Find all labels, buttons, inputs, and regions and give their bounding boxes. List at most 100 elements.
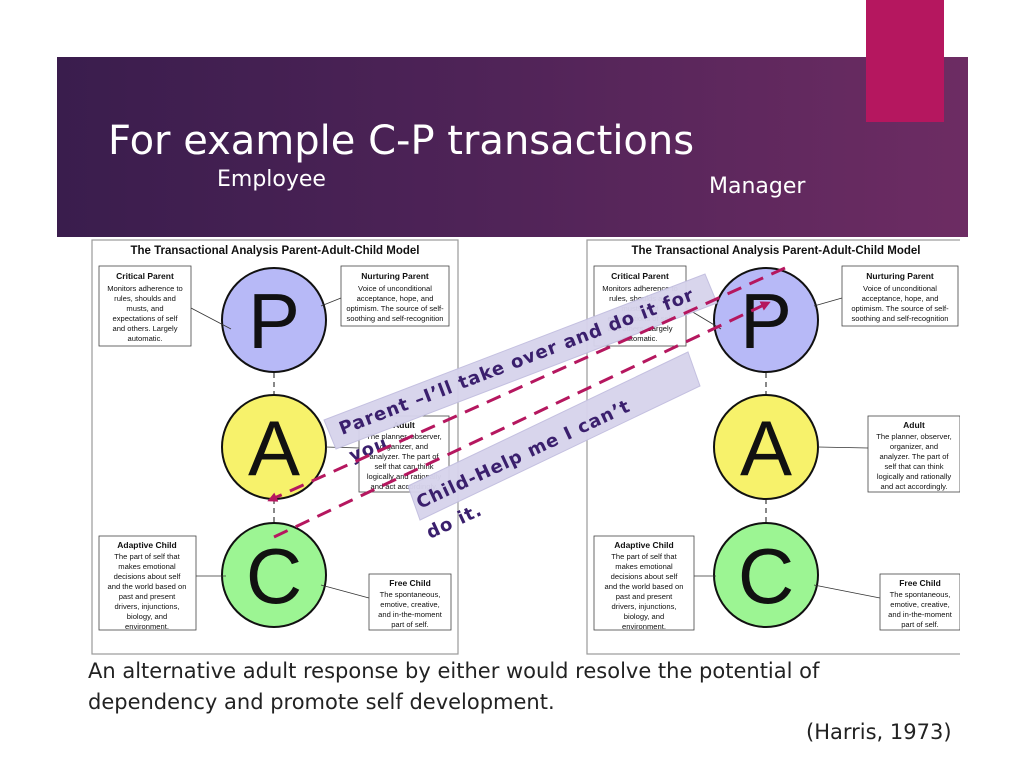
caption-line-1: An alternative adult response by either … xyxy=(88,659,820,683)
svg-text:The planner, observer,: The planner, observer, xyxy=(366,432,442,441)
model-title: The Transactional Analysis Parent-Adult-… xyxy=(631,245,920,257)
child-letter: C xyxy=(738,532,794,620)
svg-text:decisions about self: decisions about self xyxy=(611,572,679,581)
svg-text:emotive, creative,: emotive, creative, xyxy=(380,600,440,609)
adult-box: Adult The planner, observer, organizer, … xyxy=(358,415,450,493)
svg-text:environment.: environment. xyxy=(125,622,169,631)
slide-title: For example C-P transactions xyxy=(108,118,695,164)
manager-label: Manager xyxy=(709,174,806,199)
svg-text:logically and rationally: logically and rationally xyxy=(367,472,441,481)
svg-text:The spontaneous,: The spontaneous, xyxy=(890,590,951,599)
manager-pac-model: The Transactional Analysis Parent-Adult-… xyxy=(586,236,960,656)
svg-text:Adult: Adult xyxy=(393,420,415,430)
connector xyxy=(817,446,869,449)
svg-text:acceptance, hope, and: acceptance, hope, and xyxy=(862,294,939,303)
free-child-box: Free Child The spontaneous, emotive, cre… xyxy=(879,573,960,631)
svg-text:automatic.: automatic. xyxy=(622,334,657,343)
svg-text:Voice of unconditional: Voice of unconditional xyxy=(863,284,937,293)
employee-label: Employee xyxy=(217,167,326,192)
svg-text:and others. Largely: and others. Largely xyxy=(607,324,672,333)
svg-text:drivers, injunctions,: drivers, injunctions, xyxy=(612,602,677,611)
svg-text:and act accordingly.: and act accordingly. xyxy=(371,482,438,491)
svg-text:Free Child: Free Child xyxy=(899,578,941,588)
svg-text:expectations of self: expectations of self xyxy=(112,314,178,323)
svg-text:soothing and self-recognition: soothing and self-recognition xyxy=(346,314,443,323)
svg-text:and in-the-moment: and in-the-moment xyxy=(378,610,443,619)
svg-text:makes emotional: makes emotional xyxy=(615,562,673,571)
connector xyxy=(320,584,370,599)
svg-text:part of self.: part of self. xyxy=(901,620,939,629)
svg-text:Nurturing Parent: Nurturing Parent xyxy=(361,271,429,281)
svg-text:organizer, and: organizer, and xyxy=(380,442,428,451)
model-title: The Transactional Analysis Parent-Adult-… xyxy=(130,245,419,257)
adaptive-child-box: Adaptive Child The part of self that mak… xyxy=(98,535,197,631)
svg-text:emotive, creative,: emotive, creative, xyxy=(890,600,950,609)
svg-text:drivers, injunctions,: drivers, injunctions, xyxy=(115,602,180,611)
svg-text:acceptance, hope, and: acceptance, hope, and xyxy=(357,294,434,303)
svg-text:The planner, observer,: The planner, observer, xyxy=(876,432,952,441)
svg-text:rules, shoulds and: rules, shoulds and xyxy=(609,294,671,303)
svg-text:and the world based on: and the world based on xyxy=(108,582,187,591)
parent-letter: P xyxy=(740,277,792,365)
svg-text:and act accordingly.: and act accordingly. xyxy=(881,482,948,491)
svg-text:Voice of unconditional: Voice of unconditional xyxy=(358,284,432,293)
connector xyxy=(813,297,843,307)
svg-text:and others. Largely: and others. Largely xyxy=(112,324,177,333)
svg-text:and the world based on: and the world based on xyxy=(605,582,684,591)
svg-text:automatic.: automatic. xyxy=(127,334,162,343)
svg-text:analyzer. The part of: analyzer. The part of xyxy=(369,452,439,461)
svg-text:optimism. The source of self-: optimism. The source of self- xyxy=(346,304,444,313)
svg-text:musts, and: musts, and xyxy=(621,304,658,313)
connector xyxy=(813,584,881,599)
critical-parent-box: Critical Parent Monitors adherence to ru… xyxy=(593,265,687,347)
citation: (Harris, 1973) xyxy=(806,720,952,744)
svg-text:Free Child: Free Child xyxy=(389,578,431,588)
svg-text:Critical Parent: Critical Parent xyxy=(116,271,174,281)
svg-text:past and present: past and present xyxy=(616,592,673,601)
svg-text:Adaptive Child: Adaptive Child xyxy=(614,540,674,550)
svg-text:decisions about self: decisions about self xyxy=(114,572,182,581)
nurturing-parent-box: Nurturing Parent Voice of unconditional … xyxy=(340,265,450,327)
svg-text:organizer, and: organizer, and xyxy=(890,442,938,451)
svg-text:Monitors adherence to: Monitors adherence to xyxy=(107,284,183,293)
adaptive-child-box: Adaptive Child The part of self that mak… xyxy=(593,535,695,631)
svg-text:rules, shoulds and: rules, shoulds and xyxy=(114,294,176,303)
svg-text:logically and rationally: logically and rationally xyxy=(877,472,951,481)
employee-pac-model: The Transactional Analysis Parent-Adult-… xyxy=(91,236,465,656)
svg-text:and in-the-moment: and in-the-moment xyxy=(888,610,953,619)
pac-model-diagram: The Transactional Analysis Parent-Adult-… xyxy=(91,239,459,655)
child-letter: C xyxy=(246,532,302,620)
nurturing-parent-box: Nurturing Parent Voice of unconditional … xyxy=(841,265,959,327)
svg-text:self that can think: self that can think xyxy=(374,462,433,471)
free-child-box: Free Child The spontaneous, emotive, cre… xyxy=(368,573,452,631)
svg-text:biology, and: biology, and xyxy=(127,612,167,621)
svg-text:environment.: environment. xyxy=(622,622,666,631)
svg-text:part of self.: part of self. xyxy=(391,620,429,629)
caption: An alternative adult response by either … xyxy=(88,656,968,718)
svg-text:soothing and self-recognition: soothing and self-recognition xyxy=(851,314,948,323)
svg-text:The spontaneous,: The spontaneous, xyxy=(380,590,441,599)
svg-text:biology, and: biology, and xyxy=(624,612,664,621)
title-banner xyxy=(57,57,968,237)
svg-text:Nurturing Parent: Nurturing Parent xyxy=(866,271,934,281)
svg-text:analyzer. The part of: analyzer. The part of xyxy=(879,452,949,461)
svg-text:makes emotional: makes emotional xyxy=(118,562,176,571)
svg-text:past and present: past and present xyxy=(119,592,176,601)
adult-box: Adult The planner, observer, organizer, … xyxy=(867,415,960,493)
svg-text:Critical Parent: Critical Parent xyxy=(611,271,669,281)
critical-parent-box: Critical Parent Monitors adherence to ru… xyxy=(98,265,192,347)
adult-letter: A xyxy=(740,404,792,492)
connector xyxy=(190,307,232,330)
svg-text:Adaptive Child: Adaptive Child xyxy=(117,540,177,550)
svg-text:Adult: Adult xyxy=(903,420,925,430)
pac-model-diagram: The Transactional Analysis Parent-Adult-… xyxy=(586,239,960,655)
accent-tab xyxy=(866,0,944,122)
svg-text:Monitors adherence to: Monitors adherence to xyxy=(602,284,678,293)
parent-letter: P xyxy=(248,277,300,365)
svg-text:The part of self that: The part of self that xyxy=(611,552,677,561)
caption-line-2: dependency and promote self development. xyxy=(88,690,555,714)
svg-text:self that can think: self that can think xyxy=(884,462,943,471)
adult-letter: A xyxy=(248,404,300,492)
svg-text:The part of self that: The part of self that xyxy=(114,552,180,561)
svg-text:optimism. The source of self-: optimism. The source of self- xyxy=(851,304,949,313)
